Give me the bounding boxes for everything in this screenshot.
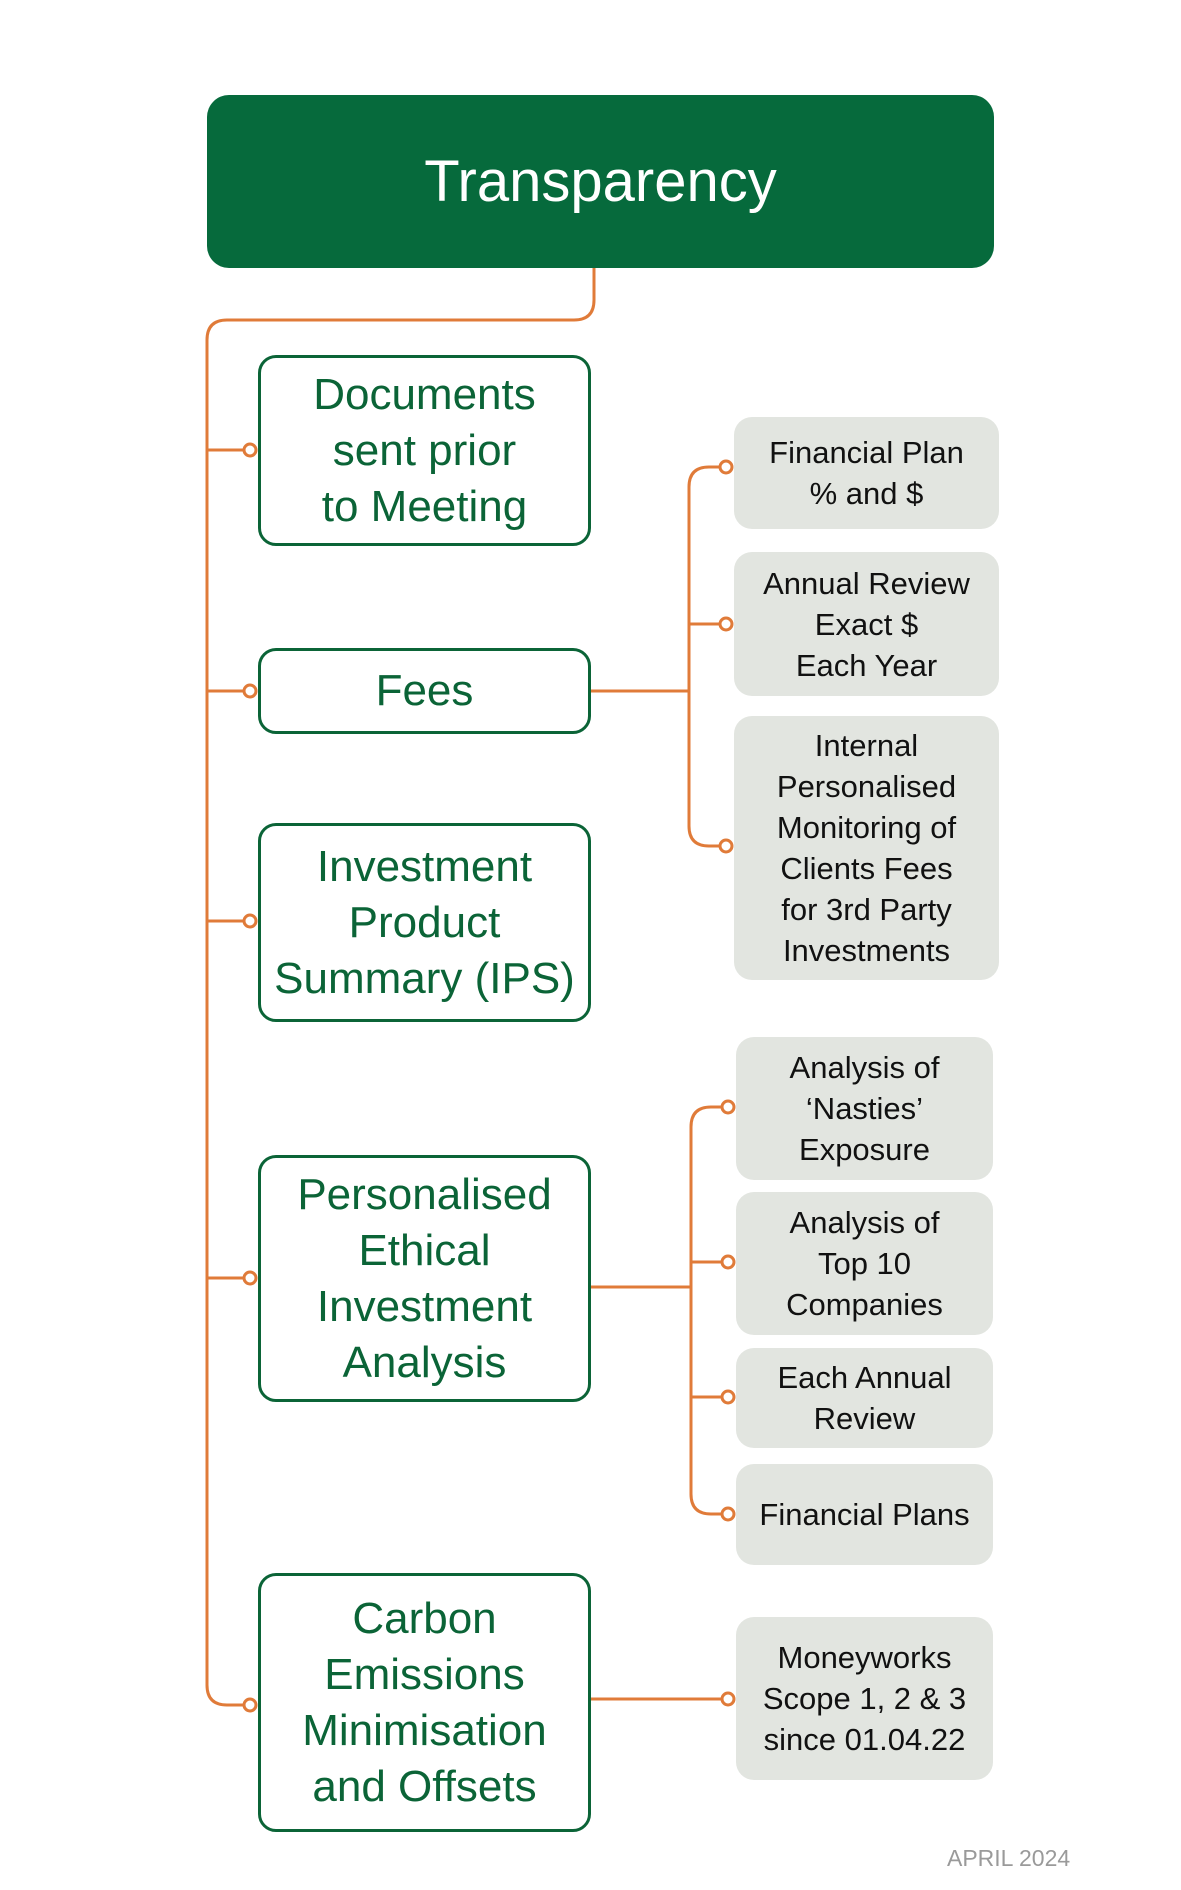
node-fees: Fees [258,648,591,734]
leaf-top-10-companies: Analysis of Top 10 Companies [736,1192,993,1335]
node-documents-sent: Documents sent prior to Meeting [258,355,591,546]
leaf-internal-monitoring: Internal Personalised Monitoring of Clie… [734,716,999,980]
footer-date: APRIL 2024 [947,1845,1071,1871]
leaf-annual-review: Annual Review Exact $ Each Year [734,552,999,696]
fees-connectors [591,465,720,848]
node-personalised-ethical-analysis: Personalised Ethical Investment Analysis [258,1155,591,1402]
node-carbon-emissions: Carbon Emissions Minimisation and Offset… [258,1573,591,1832]
leaf-moneyworks-scope: Moneyworks Scope 1, 2 & 3 since 01.04.22 [736,1617,993,1780]
trunk-connector [205,268,596,1707]
leaf-each-annual-review: Each Annual Review [736,1348,993,1448]
node-investment-product-summary: Investment Product Summary (IPS) [258,823,591,1022]
leaf-financial-plans: Financial Plans [736,1464,993,1565]
leaf-nasties-exposure: Analysis of ‘Nasties’ Exposure [736,1037,993,1180]
leaf-financial-plan: Financial Plan % and $ [734,417,999,529]
ethical-connectors [591,1105,722,1516]
root-node-title: Transparency [207,95,994,268]
branch-connectors [207,448,246,1280]
connector-dots [242,442,736,1713]
